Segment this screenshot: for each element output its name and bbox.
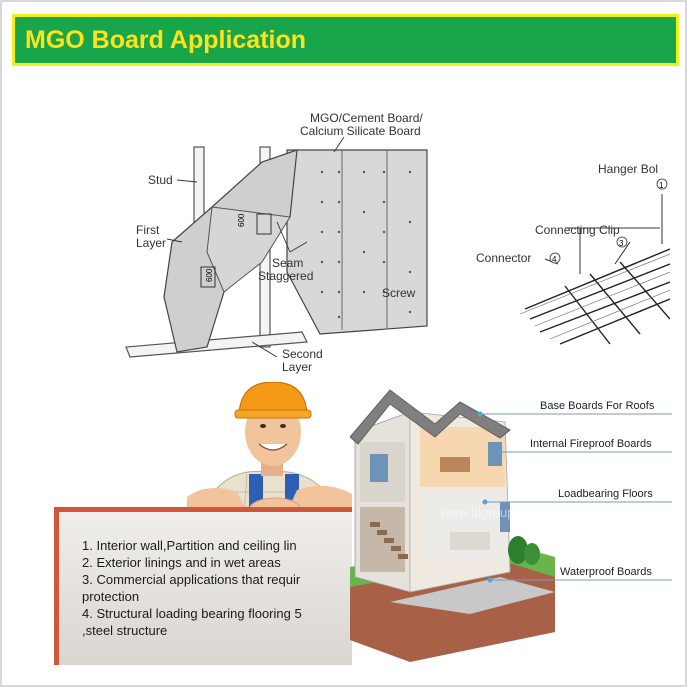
board-type-label-2: Calcium Silicate Board [300, 124, 421, 138]
watermark: www.ldgroup.com [439, 505, 543, 520]
connecting-clip-label: Connecting Clip [535, 223, 620, 237]
stud-label: Stud [148, 173, 173, 187]
sign-board [54, 507, 352, 665]
label-waterproof-boards: Waterproof Boards [560, 566, 652, 578]
second-layer-label-2: Layer [282, 360, 312, 374]
list-line-1: 1. Interior wall,Partition and ceiling l… [82, 538, 297, 553]
screw-dots [320, 170, 412, 319]
roof [350, 389, 511, 445]
label-base-boards-roofs: Base Boards For Roofs [540, 400, 655, 412]
first-layer-label-1: First [136, 223, 160, 237]
house-illustration: Base Boards For Roofs Internal Fireproof… [350, 389, 672, 662]
marker-4: 4 [552, 255, 557, 264]
application-list: 1. Interior wall,Partition and ceiling l… [82, 537, 347, 639]
list-line-3: 3. Commercial applications that requir [82, 572, 301, 587]
dim-label: 600 [237, 213, 246, 227]
ceiling-grid [524, 248, 670, 345]
connector-label: Connector [476, 251, 531, 265]
second-layer-label-1: Second [282, 347, 323, 361]
marker-3: 3 [619, 239, 624, 248]
label-internal-fireproof: Internal Fireproof Boards [530, 438, 652, 450]
ceiling-diagram: 1 3 4 Hanger Bol Connecting Clip Connect… [476, 162, 670, 345]
seam-label-1: Seam [272, 256, 303, 270]
marker-1: 1 [659, 181, 664, 190]
seam-label-2: Staggered [258, 269, 313, 283]
dim-label-2: 600 [205, 268, 214, 282]
hanger-bolt-label: Hanger Bol [598, 162, 658, 176]
screw-label: Screw [382, 286, 416, 300]
list-line-2: 2. Exterior linings and in wet areas [82, 555, 281, 570]
page-title: MGO Board Application [25, 26, 307, 54]
list-line-4: protection [82, 589, 140, 604]
hard-hat-icon [238, 382, 308, 415]
wall-diagram: 600 600 MGO/Cement Board/ Calcium Silica… [125, 111, 428, 374]
label-loadbearing-floors: Loadbearing Floors [558, 488, 653, 500]
board-panel [286, 149, 428, 335]
header-banner: MGO Board Application [12, 14, 679, 66]
board-type-label-1: MGO/Cement Board/ [310, 111, 423, 125]
first-layer-label-2: Layer [136, 236, 166, 250]
list-line-5: 4. Structural loading bearing flooring 5 [82, 606, 302, 621]
list-line-6: ,steel structure [82, 623, 168, 638]
